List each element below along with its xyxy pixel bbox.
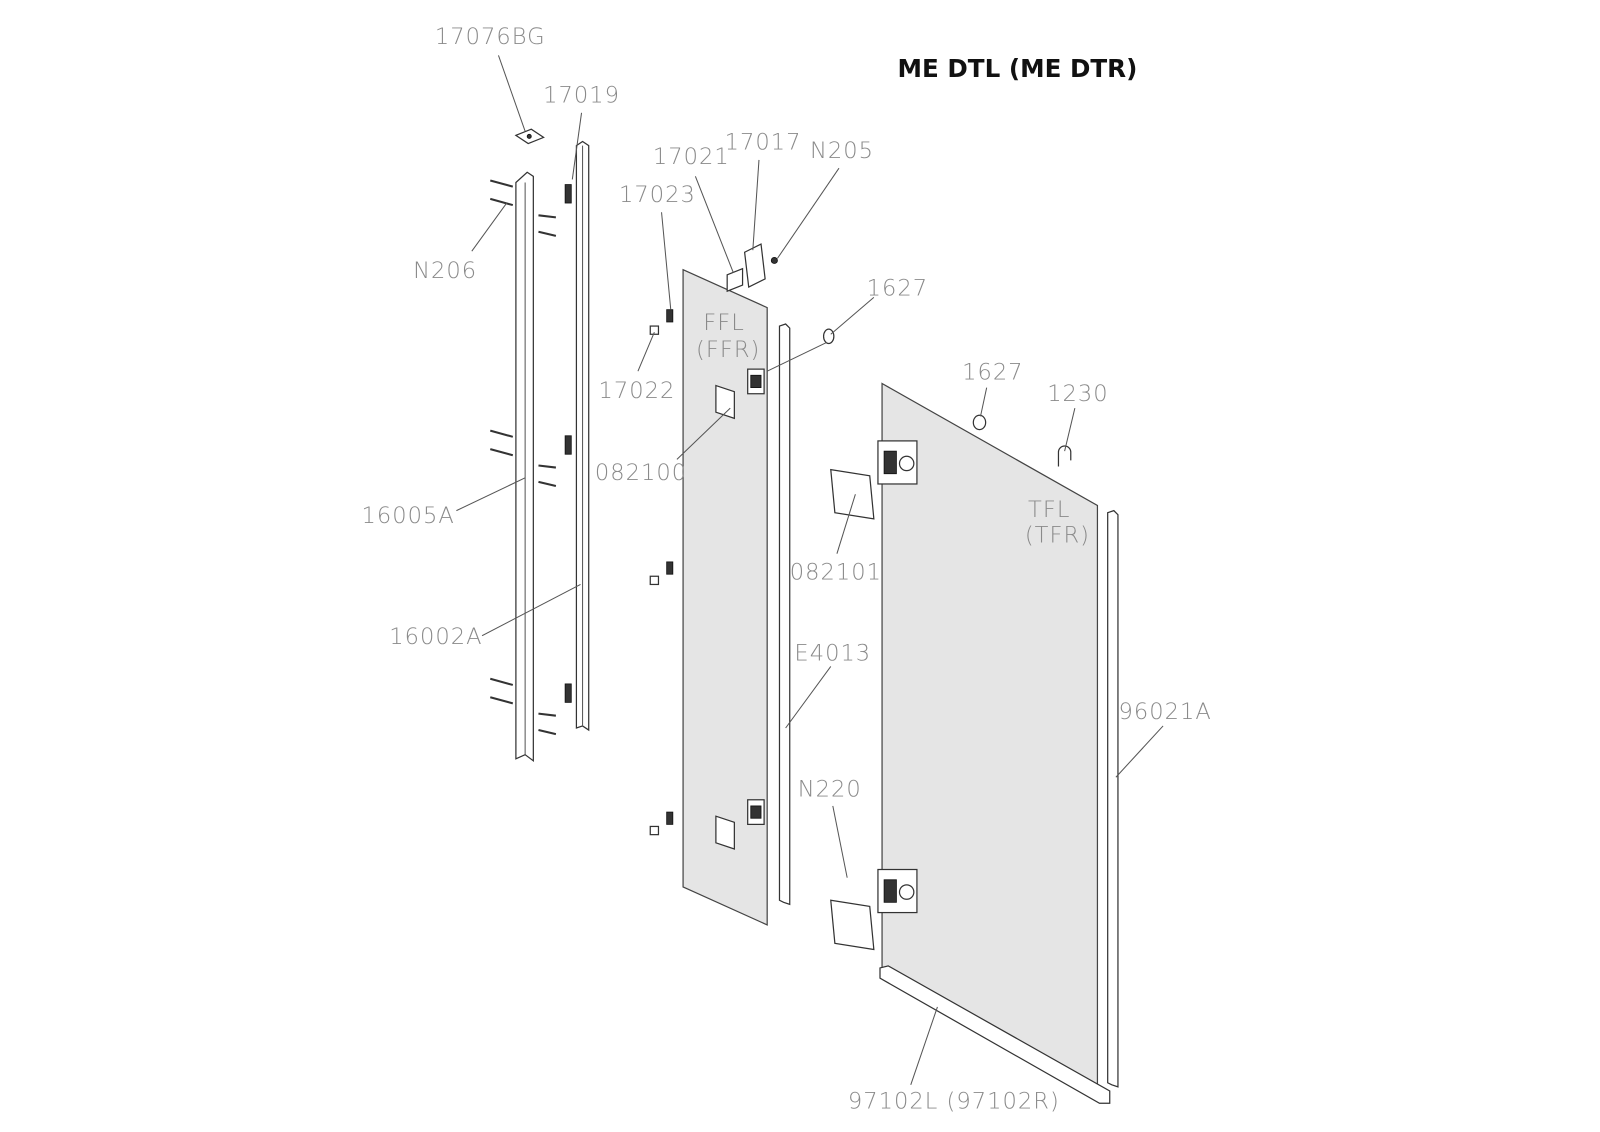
label-17017: 17017	[725, 130, 802, 156]
label-17023: 17023	[619, 182, 696, 208]
hinge-parts-top	[715, 243, 778, 850]
label-TFL: TFL	[1028, 497, 1070, 523]
label-17021: 17021	[653, 144, 730, 170]
label-N206: N206	[413, 258, 477, 284]
label-1627-b: 1627	[962, 359, 1023, 385]
seal-E4013	[778, 323, 791, 906]
diagram-title: ME DTL (ME DTR)	[897, 54, 1137, 83]
label-N220: N220	[798, 777, 862, 803]
part-1627-b	[972, 414, 987, 431]
label-E4013: E4013	[794, 640, 871, 666]
label-17019: 17019	[543, 83, 620, 109]
label-16002A: 16002A	[389, 624, 482, 650]
leader-lines	[456, 55, 1164, 1085]
label-17022: 17022	[598, 378, 675, 404]
label-96021A: 96021A	[1118, 699, 1211, 725]
label-082100: 082100	[595, 460, 687, 486]
label-082101: 082101	[790, 559, 882, 585]
part-16005A-profile	[515, 171, 534, 763]
label-1230: 1230	[1047, 381, 1108, 407]
clips-17022	[649, 309, 674, 836]
seal-96021A	[1107, 509, 1119, 1088]
part-17076BG	[514, 128, 545, 145]
label-17076BG: 17076BG	[435, 24, 546, 50]
label-N205: N205	[810, 138, 874, 164]
part-1230-hook	[1057, 445, 1072, 467]
screws-N206	[489, 179, 557, 736]
label-16005A: 16005A	[362, 503, 455, 529]
hinges-N220	[830, 440, 918, 951]
label-TFR: (TFR)	[1025, 522, 1090, 548]
rail-97102L	[879, 965, 1111, 1104]
part-16002A-profile	[564, 140, 590, 732]
label-FFL: FFL	[703, 310, 745, 336]
part-1627-a	[822, 328, 835, 345]
label-1627-a: 1627	[867, 275, 928, 301]
label-97102L: 97102L (97102R)	[848, 1088, 1060, 1114]
label-FFR: (FFR)	[696, 337, 760, 363]
